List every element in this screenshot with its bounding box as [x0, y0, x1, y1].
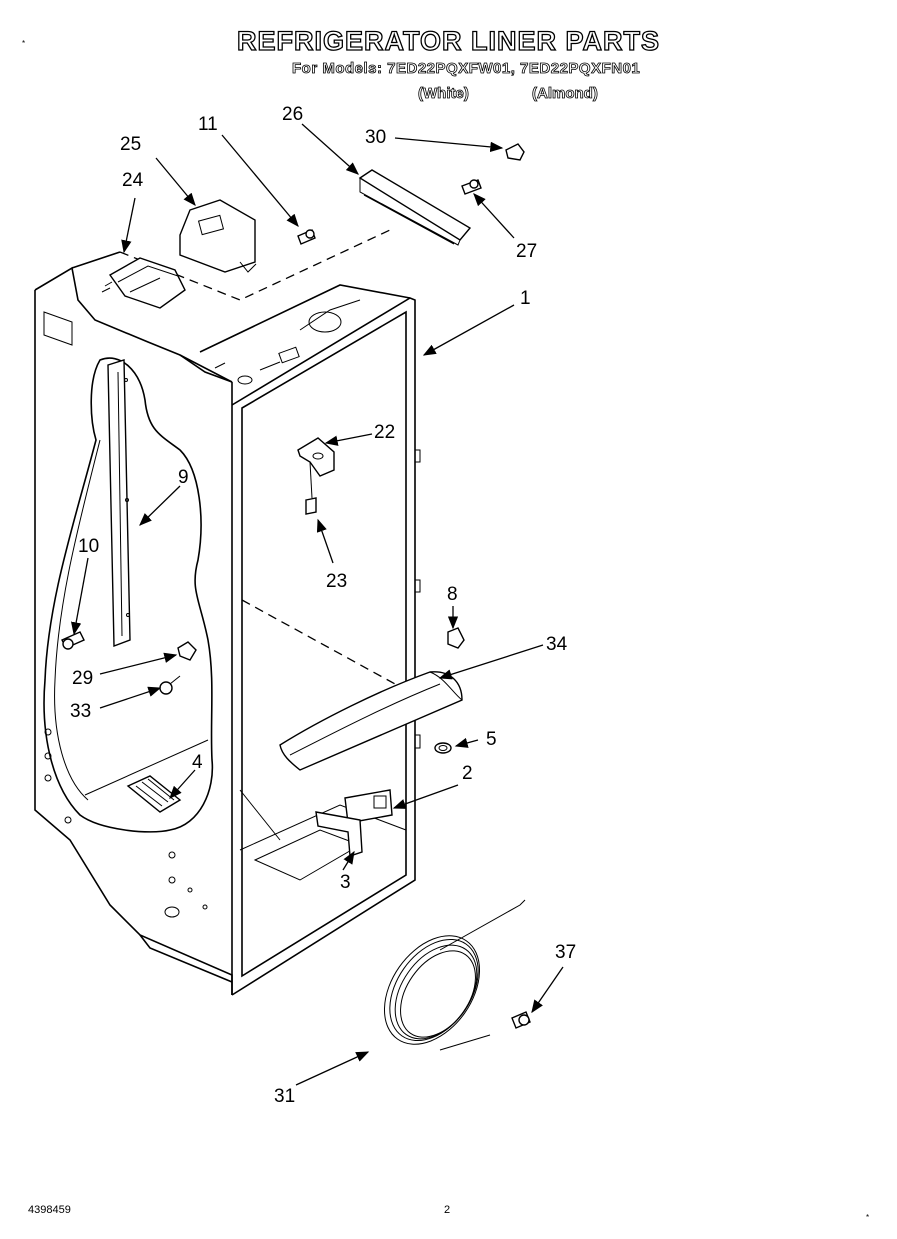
callout-23: 23 [326, 571, 347, 592]
callout-33: 33 [70, 701, 91, 722]
callout-4: 4 [192, 752, 203, 773]
callout-31: 31 [274, 1086, 295, 1107]
part-33-bulb [159, 675, 181, 695]
svg-text:*: * [866, 1213, 869, 1222]
part-8-fastener [447, 627, 465, 649]
leader-lines [71, 123, 564, 1086]
variant-almond-label: (Almond) [532, 85, 599, 103]
callout-9: 9 [178, 467, 189, 488]
part-4-vent [126, 775, 182, 813]
part-29-fastener [177, 641, 197, 661]
callout-22: 22 [374, 422, 395, 443]
callout-30: 30 [365, 127, 386, 148]
part-24-control-housing [101, 257, 186, 309]
variant-white-label: (White) [418, 85, 470, 103]
part-5-washer [434, 742, 452, 754]
part-11-screw [297, 229, 316, 245]
part-2-plate [344, 789, 393, 824]
part-37-screw [511, 1011, 531, 1029]
callout-labels: 1 2 3 4 5 8 9 10 11 22 23 24 25 26 27 29… [70, 104, 576, 1107]
callout-8: 8 [447, 584, 458, 605]
callout-10: 10 [78, 536, 99, 557]
part-26-channel [358, 169, 472, 246]
part-22-bracket [297, 437, 335, 477]
callout-3: 3 [340, 872, 351, 893]
callout-29: 29 [72, 668, 93, 689]
page-number: 2 [444, 1204, 451, 1216]
callout-2: 2 [462, 763, 473, 784]
callout-1: 1 [520, 288, 531, 309]
part-10-screw [61, 631, 85, 650]
svg-text:*: * [22, 39, 25, 48]
callout-5: 5 [486, 729, 497, 750]
document-number: 4398459 [28, 1204, 71, 1216]
part-23-screw [305, 461, 317, 515]
part-3-bracket [315, 811, 363, 857]
callout-27: 27 [516, 241, 537, 262]
page-title: REFRIGERATOR LINER PARTS [236, 25, 660, 56]
models-line: For Models: 7ED22PQXFW01, 7ED22PQXFN01 [292, 60, 641, 78]
part-31-tubing-coil [383, 899, 526, 1051]
callout-37: 37 [555, 942, 576, 963]
liner-cabinet [34, 229, 421, 996]
part-25-bracket [179, 199, 257, 273]
callout-34: 34 [546, 634, 568, 655]
callout-26: 26 [282, 104, 303, 125]
callout-24: 24 [122, 170, 144, 191]
part-9-rail [107, 359, 131, 648]
callout-11: 11 [198, 114, 218, 135]
callout-25: 25 [120, 134, 141, 155]
part-27-screw [461, 179, 482, 195]
part-30-clip [505, 143, 525, 161]
part-34-cover [279, 671, 463, 771]
